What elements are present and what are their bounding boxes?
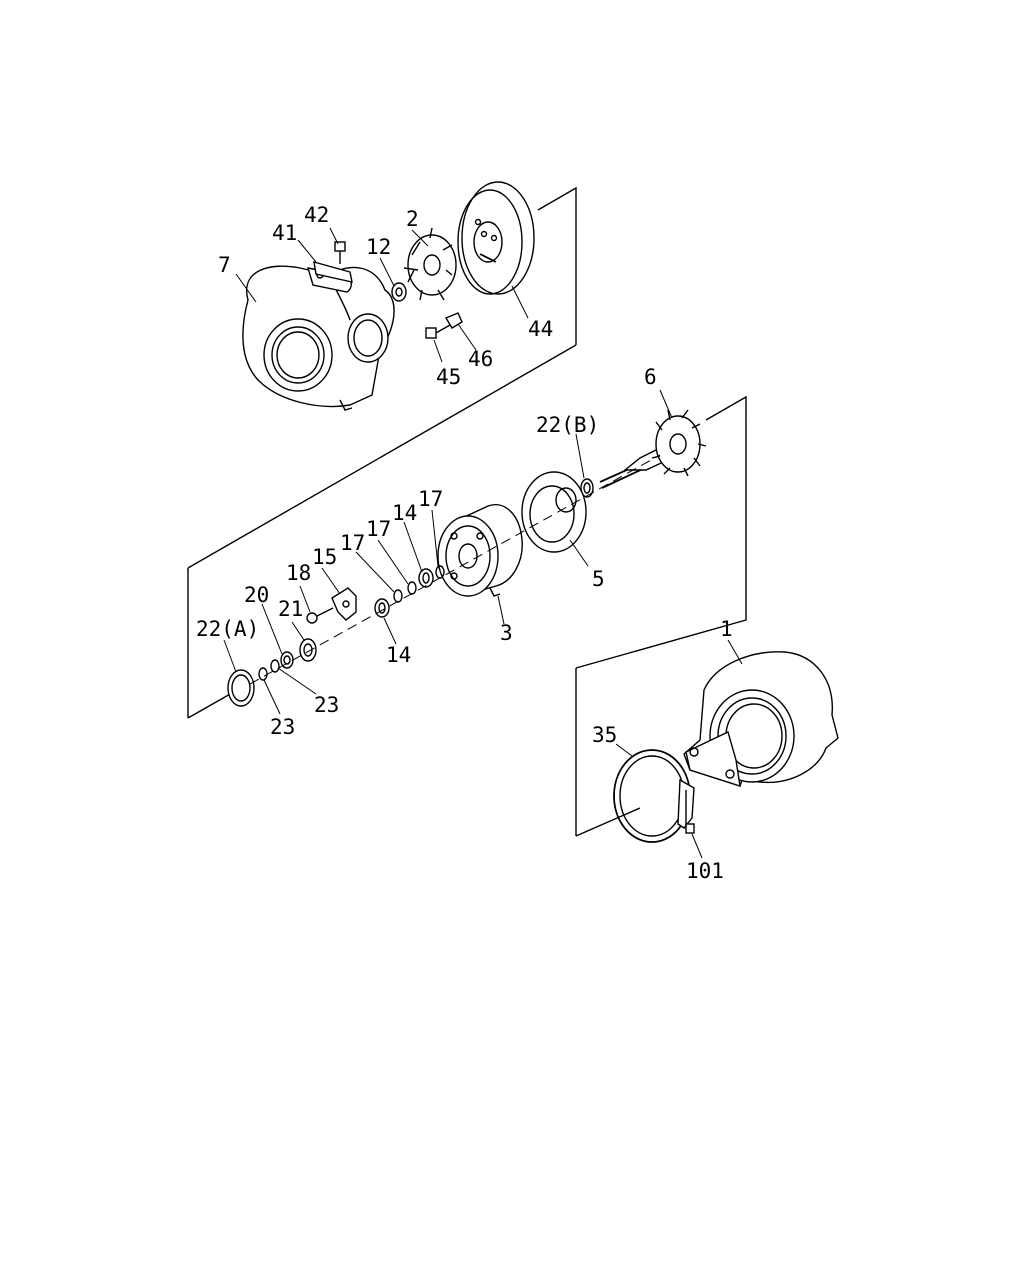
turbine-housing-1 [683,651,839,788]
group-frame-turbine [575,668,641,837]
callout-22a: 22(A) [196,617,259,641]
o-ring-23a [270,659,280,673]
callout-14-a: 14 [392,501,417,525]
nut-101 [685,823,695,834]
group-frame-center-section [187,395,747,719]
seal-ring-22a [227,669,255,707]
bearing-14a [418,568,434,588]
thrust-collar-21 [299,638,317,662]
o-ring-23b [258,667,268,681]
callout-15: 15 [312,545,337,569]
callout-5: 5 [592,567,605,591]
callout-23-a: 23 [314,693,339,717]
callout-44: 44 [528,317,553,341]
compressor-housing [242,265,395,411]
callout-41: 41 [272,221,297,245]
callout-2: 2 [406,207,419,231]
callout-35: 35 [592,723,617,747]
callout-45: 45 [436,365,461,389]
callout-12: 12 [366,235,391,259]
nut-12 [391,282,407,302]
snap-ring-17c [393,589,403,603]
bolt-42 [334,241,346,264]
callout-7: 7 [218,253,231,277]
callout-14-b: 14 [386,643,411,667]
group-frame-compressor [187,186,577,718]
callout-3: 3 [500,621,513,645]
v-band-clamp-35 [613,749,695,843]
compressor-wheel-2 [403,227,457,301]
turbine-shaft-wheel-6 [599,409,707,489]
bearing-14b [374,598,390,618]
callout-18: 18 [286,561,311,585]
callout-46: 46 [468,347,493,371]
callout-23-b: 23 [270,715,295,739]
callout-20: 20 [244,583,269,607]
callout-42: 42 [304,203,329,227]
callout-22b: 22(B) [536,413,599,437]
callout-21: 21 [278,597,303,621]
bracket-41 [313,261,353,283]
snap-ring-17b [407,581,417,595]
callout-1: 1 [720,617,733,641]
seal-ring-22b [580,478,594,498]
leader-lines [223,227,743,859]
callout-17-c: 17 [340,531,365,555]
callout-17-a: 17 [418,487,443,511]
callout-labels: 42 41 2 12 7 44 45 46 6 22(B) 17 14 17 1… [196,203,733,883]
callout-6: 6 [644,365,657,389]
bearing-housing-3 [437,504,523,597]
heat-shield-5 [521,471,587,553]
backplate-44 [457,181,535,295]
callout-17-b: 17 [366,517,391,541]
thrust-bearing-15 [331,587,357,621]
screw-18 [306,607,334,624]
callout-101: 101 [686,859,724,883]
bolt-45 [425,324,451,339]
